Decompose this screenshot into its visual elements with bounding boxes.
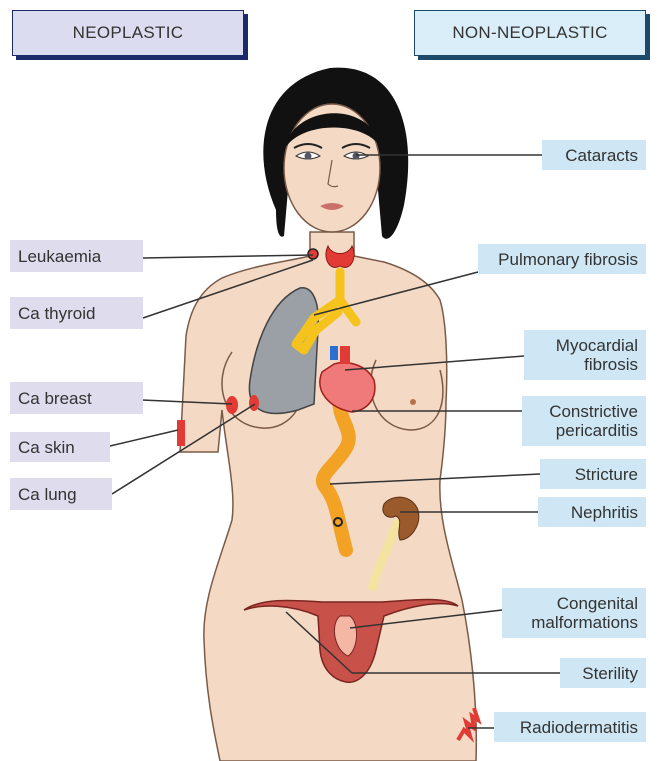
label-cataracts: Cataracts — [542, 140, 646, 170]
skin-lesion — [177, 420, 185, 446]
label-pulmonary-fibrosis: Pulmonary fibrosis — [478, 244, 646, 274]
label-ca-thyroid: Ca thyroid — [10, 297, 143, 329]
label-ca-breast: Ca breast — [10, 382, 143, 414]
label-ca-skin: Ca skin — [10, 432, 110, 462]
label-stricture: Stricture — [540, 459, 646, 489]
label-ca-lung: Ca lung — [10, 478, 112, 510]
breast-lesion — [226, 396, 238, 414]
lung-lesion — [249, 395, 259, 411]
leukaemia-dot — [308, 249, 318, 259]
label-sterility: Sterility — [560, 658, 646, 688]
label-radiodermatitis: Radiodermatitis — [494, 712, 646, 742]
label-leukaemia: Leukaemia — [10, 240, 143, 272]
label-nephritis: Nephritis — [538, 497, 646, 527]
